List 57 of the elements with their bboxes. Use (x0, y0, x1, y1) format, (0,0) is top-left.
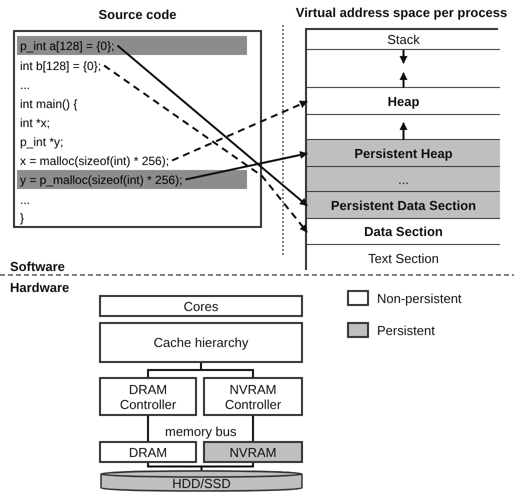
bus-label: memory bus (165, 423, 237, 441)
code-text: ... (20, 194, 30, 206)
segment-label: Data Section (363, 224, 444, 239)
panel-title: Virtual address space per process (296, 4, 508, 22)
box-label: NVRAM (228, 444, 278, 460)
segment-label: ... (397, 172, 410, 186)
growth-arrow (400, 122, 408, 140)
memory-segment (307, 140, 500, 167)
segment-label: Persistent Heap (353, 146, 454, 160)
disk-label: HDD/SSD (172, 476, 231, 492)
memory-segment (307, 192, 500, 219)
memory-segment (307, 115, 500, 140)
memory-segment (307, 245, 500, 272)
hardware-box (99, 295, 303, 317)
memory-segment (307, 167, 500, 192)
box-label: NVRAM Controller (224, 382, 282, 412)
connector-line (147, 416, 149, 441)
connector-line (200, 463, 254, 470)
code-text: x = malloc(sizeof(int) * 256); (20, 154, 170, 166)
code-text: p_int a[128] = {0}; (20, 40, 114, 52)
code-text: int *x; (20, 116, 50, 128)
segment-label: Persistent Data Section (330, 198, 478, 212)
growth-arrow (400, 50, 408, 64)
hardware-box (99, 441, 197, 463)
hardware-box (99, 322, 303, 363)
box-label: DRAM (128, 444, 168, 460)
hardware-box (99, 377, 197, 416)
arrow (116, 44, 308, 206)
hardware-box (203, 377, 303, 416)
code-text: int b[128] = {0}; (20, 60, 102, 72)
box-label: DRAM Controller (118, 382, 178, 412)
segment-label: Heap (386, 94, 420, 108)
panel-title: Source code (98, 6, 177, 24)
growth-arrow (400, 72, 408, 88)
box-label: Cores (182, 298, 220, 314)
code-text: ... (20, 78, 30, 90)
arrow (172, 100, 308, 162)
memory-segment (307, 219, 500, 245)
code-text: y = p_malloc(sizeof(int) * 256); (20, 174, 182, 186)
connector-line (252, 416, 254, 441)
segment-label: Stack (386, 32, 421, 47)
connector-line (147, 463, 202, 470)
hardware-box (203, 441, 303, 463)
code-text: int main() { (20, 98, 78, 110)
memory-segment (307, 88, 500, 115)
box-label: Cache hierarchy (152, 335, 250, 350)
segment-label: Text Section (367, 251, 440, 266)
legend-label: Non-persistent (377, 290, 462, 308)
memory-segment (307, 50, 500, 88)
legend-label: Persistent (377, 322, 435, 340)
layer-label: Software (10, 258, 65, 276)
connector-line (200, 363, 254, 377)
code-text: } (20, 212, 24, 224)
memory-segment (307, 30, 500, 50)
code-text: p_int *y; (20, 136, 64, 148)
layer-label: Hardware (10, 279, 70, 297)
arrow (104, 64, 308, 233)
